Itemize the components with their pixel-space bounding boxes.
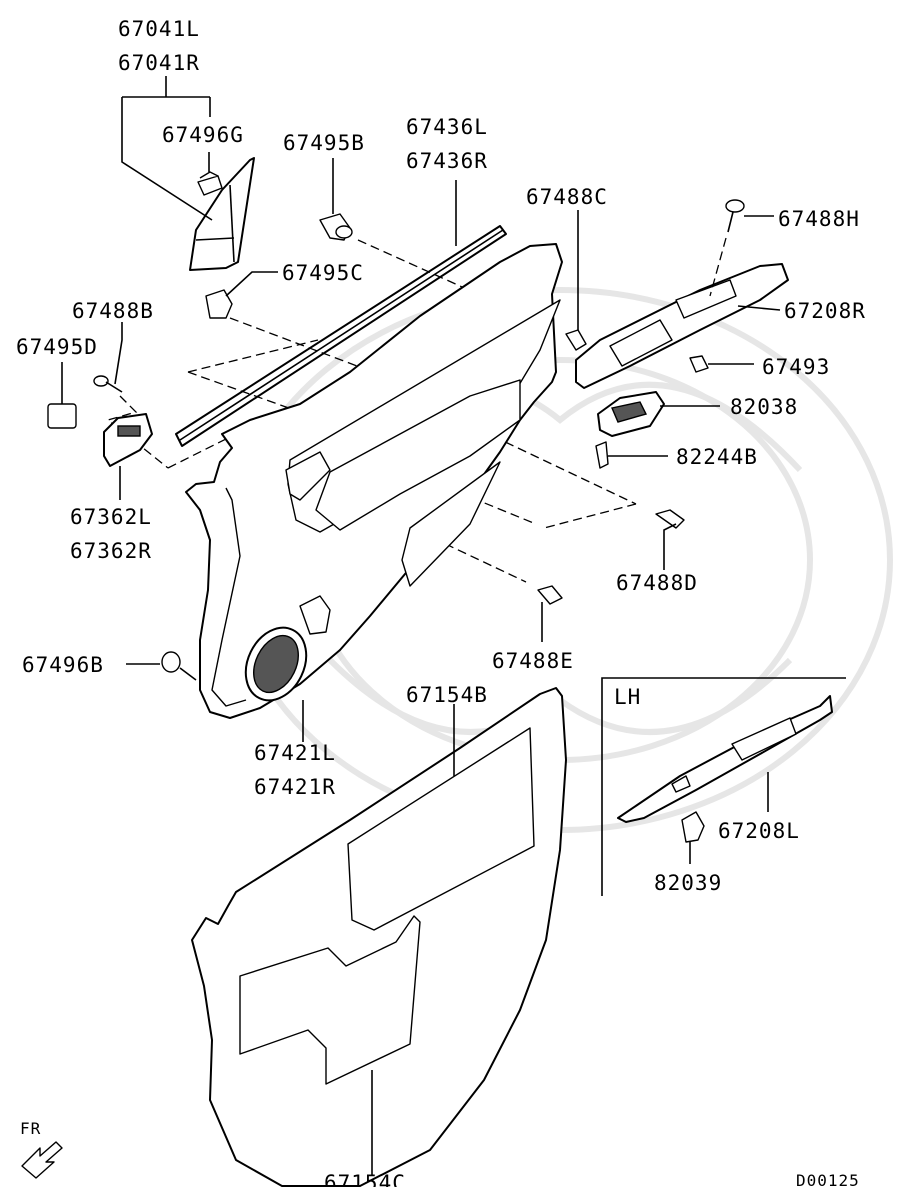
label-67496B: 67496B bbox=[22, 653, 104, 677]
label-67421L: 67421L bbox=[254, 741, 336, 765]
label-67488H: 67488H bbox=[778, 207, 860, 231]
label-67488D: 67488D bbox=[616, 571, 698, 595]
front-arrow-icon bbox=[21, 1141, 63, 1179]
screw-67488H bbox=[709, 199, 774, 297]
switch-panel-67208R bbox=[575, 263, 789, 389]
label-67488C: 67488C bbox=[526, 185, 608, 209]
door-trim-67421 bbox=[185, 243, 563, 742]
label-67495C: 67495C bbox=[282, 261, 364, 285]
screw-67488C bbox=[565, 210, 587, 351]
switch-82038 bbox=[597, 391, 720, 437]
label-67041R: 67041R bbox=[118, 51, 200, 75]
label-67488B: 67488B bbox=[72, 299, 154, 323]
label-67208R: 67208R bbox=[784, 299, 866, 323]
label-67493: 67493 bbox=[762, 355, 830, 379]
handle-67362 bbox=[103, 413, 153, 500]
leader-67041 bbox=[121, 76, 213, 221]
label-82039: 82039 bbox=[654, 871, 722, 895]
label-67495B: 67495B bbox=[283, 131, 365, 155]
clip-67493 bbox=[689, 355, 754, 373]
sealing-sheet-67154 bbox=[191, 687, 567, 1187]
screw-67488E bbox=[537, 585, 563, 642]
drawing-code: D00125 bbox=[796, 1171, 860, 1187]
label-67436R: 67436R bbox=[406, 149, 488, 173]
clip-67496B bbox=[126, 651, 197, 681]
part-labels: 67041L 67041R 67496G 67495B 67436L 67436… bbox=[16, 17, 866, 1187]
screw-67488D bbox=[655, 509, 685, 570]
label-67421R: 67421R bbox=[254, 775, 336, 799]
label-67362L: 67362L bbox=[70, 505, 152, 529]
label-82038: 82038 bbox=[730, 395, 798, 419]
label-82244B: 82244B bbox=[676, 445, 758, 469]
nut-67495D bbox=[47, 362, 77, 429]
label-67362R: 67362R bbox=[70, 539, 152, 563]
label-67041L: 67041L bbox=[118, 17, 200, 41]
label-67496G: 67496G bbox=[162, 123, 244, 147]
screw-82244B bbox=[595, 441, 668, 469]
label-67495D: 67495D bbox=[16, 335, 98, 359]
label-67154C: 67154C bbox=[324, 1171, 406, 1187]
label-67488E: 67488E bbox=[492, 649, 574, 673]
label-67436L: 67436L bbox=[406, 115, 488, 139]
clip-67495B bbox=[319, 158, 353, 241]
clip-67496G bbox=[197, 152, 223, 196]
screw-67488B bbox=[93, 322, 123, 393]
clip-67495C bbox=[205, 271, 278, 319]
label-67154B: 67154B bbox=[406, 683, 488, 707]
delta-cover-67041 bbox=[189, 157, 255, 271]
weatherstrip-67436 bbox=[175, 180, 507, 447]
label-FR: FR bbox=[20, 1119, 41, 1138]
lh-inset bbox=[601, 677, 846, 896]
label-LH: LH bbox=[614, 685, 641, 709]
label-67208L: 67208L bbox=[718, 819, 800, 843]
